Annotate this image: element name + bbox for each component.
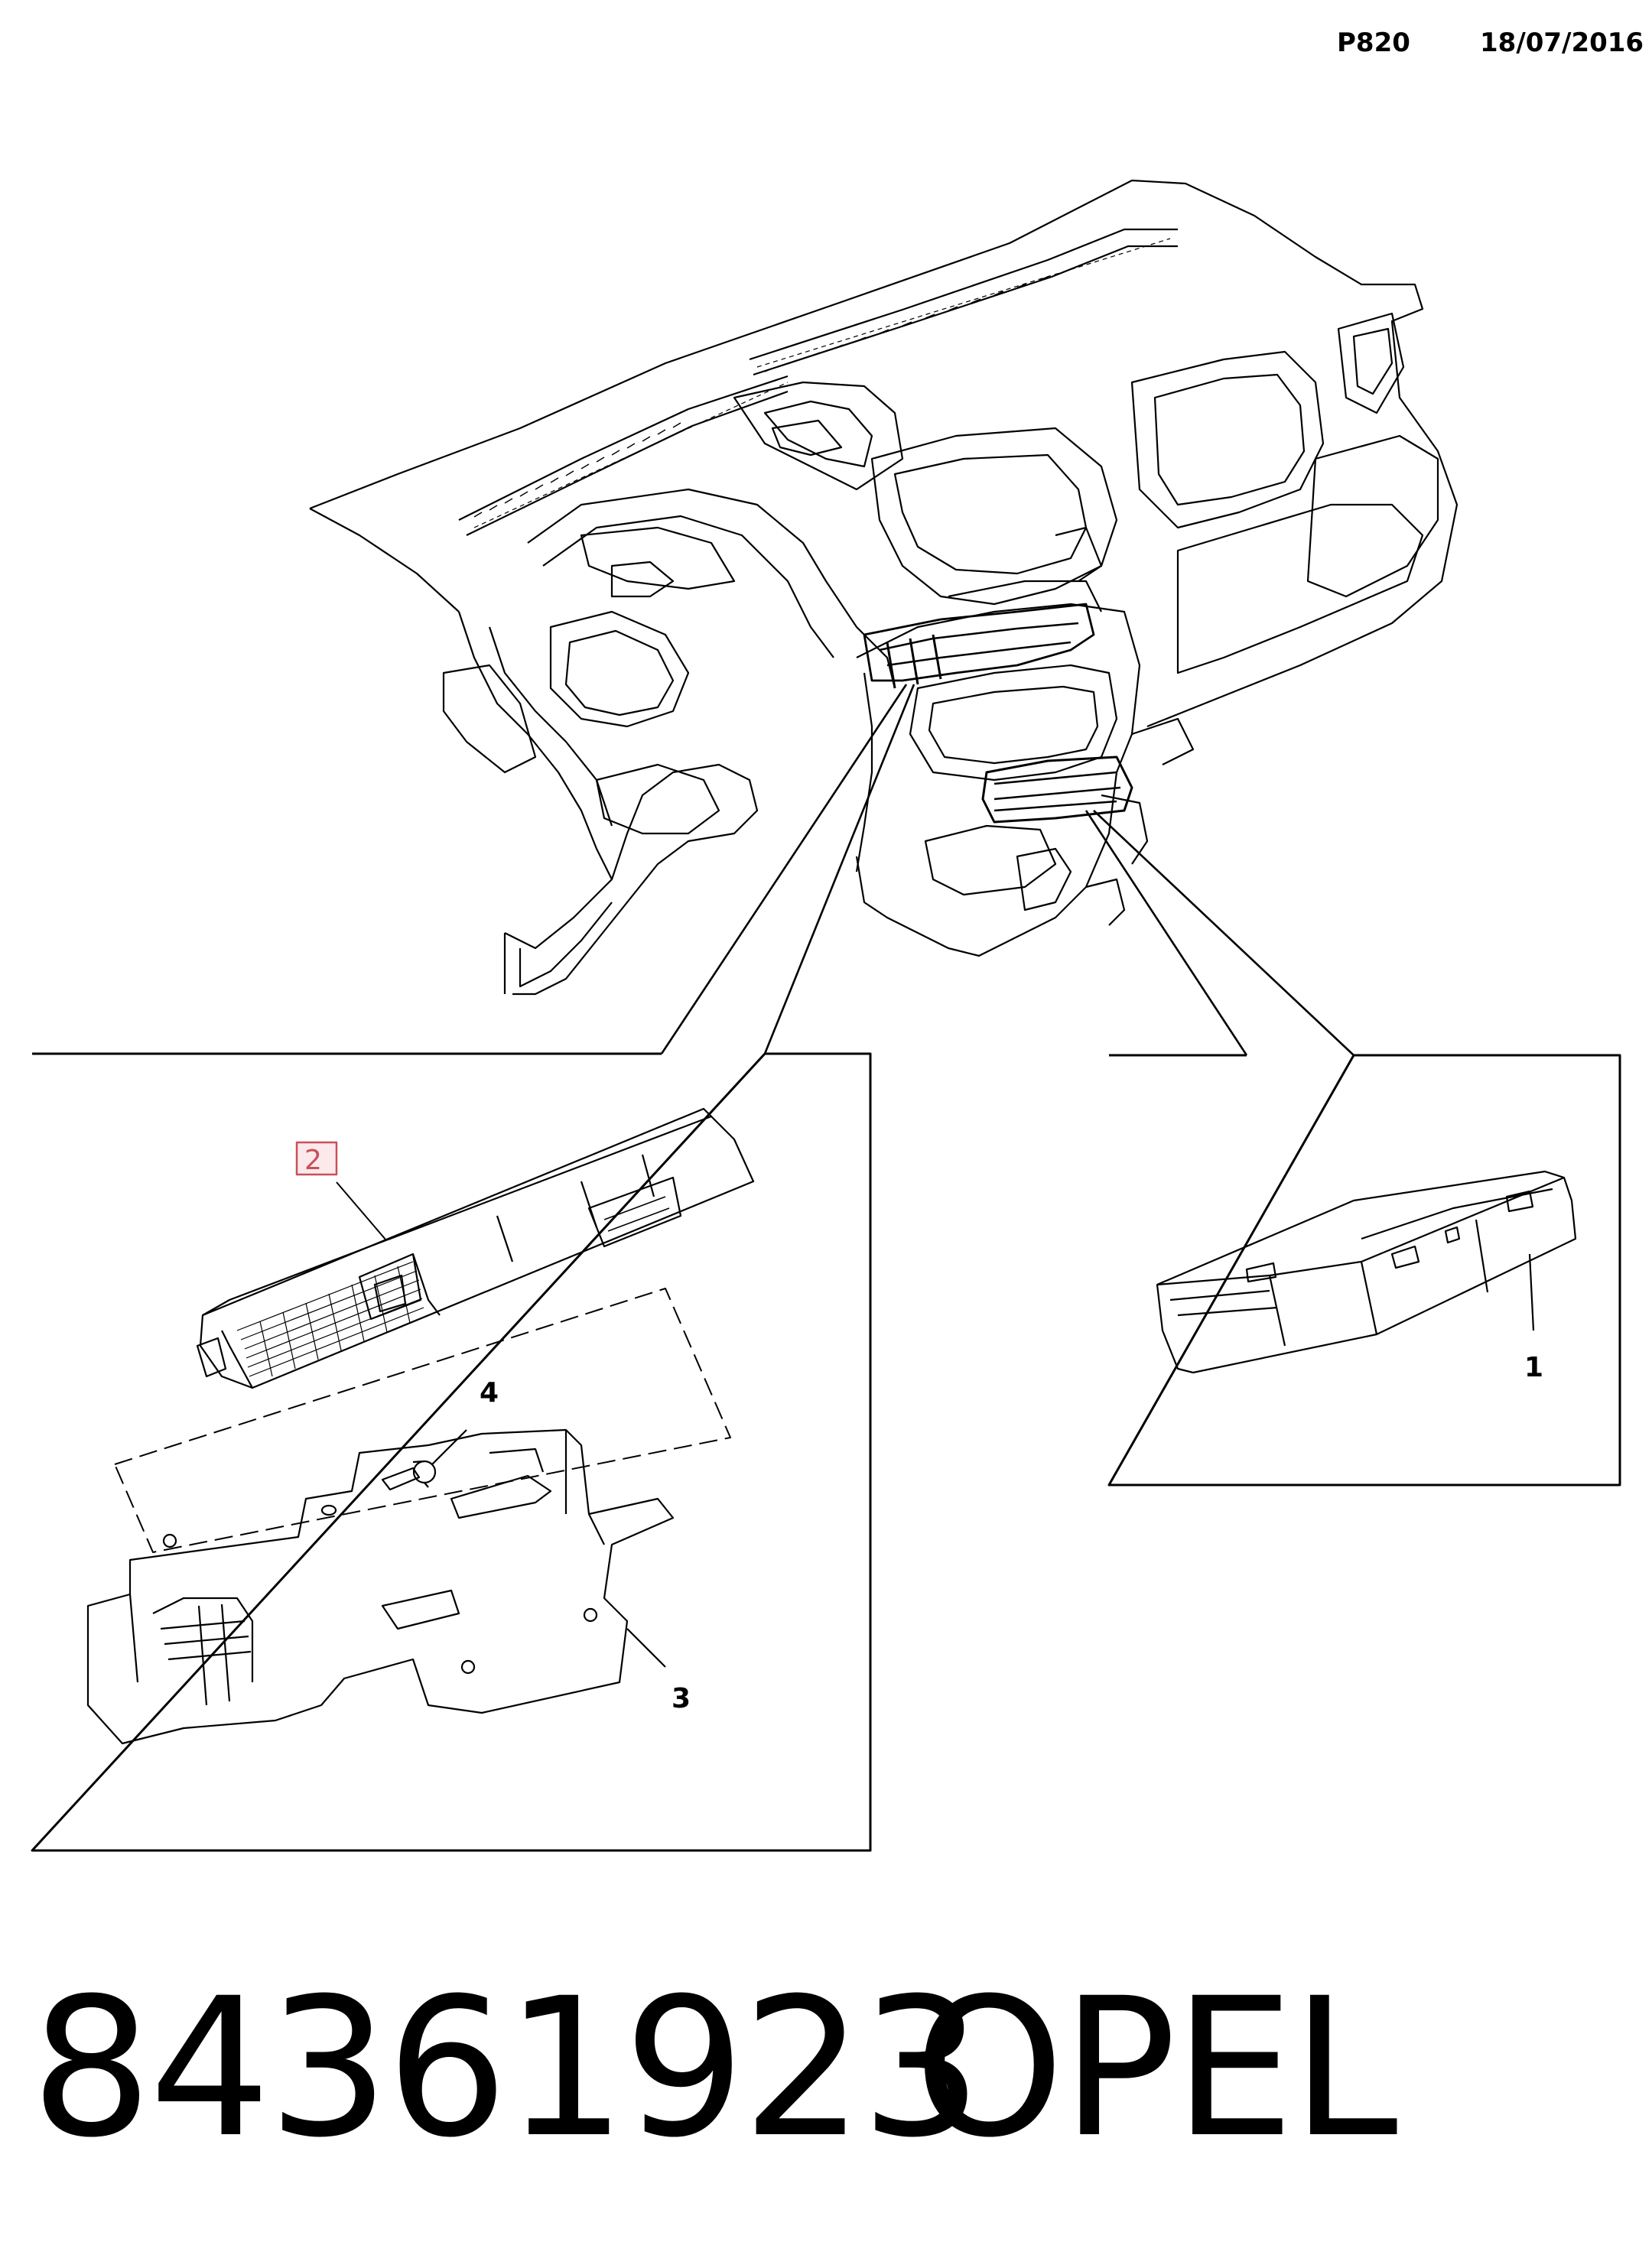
control-module-part-2 <box>196 1107 755 1389</box>
dashboard-assembly <box>309 179 1459 996</box>
callout-4: 4 <box>480 1377 499 1409</box>
drawing-code: P820 <box>1337 28 1410 58</box>
callout-1: 1 <box>1524 1352 1543 1383</box>
screw-part-4 <box>320 1429 467 1516</box>
brand-name: OPEL <box>914 1957 1398 2179</box>
callout-2: 2 <box>304 1145 322 1176</box>
bracket-part-3 <box>86 1428 675 1745</box>
control-module-part-1 <box>1156 1170 1577 1374</box>
leader-lines <box>660 684 1354 1056</box>
part-number: 84361923 <box>31 1957 982 2179</box>
detail-box-right <box>1107 1054 1621 1487</box>
callout-3: 3 <box>672 1683 691 1714</box>
drawing-date: 18/07/2016 <box>1480 28 1644 58</box>
detail-box-left <box>31 1052 872 1852</box>
